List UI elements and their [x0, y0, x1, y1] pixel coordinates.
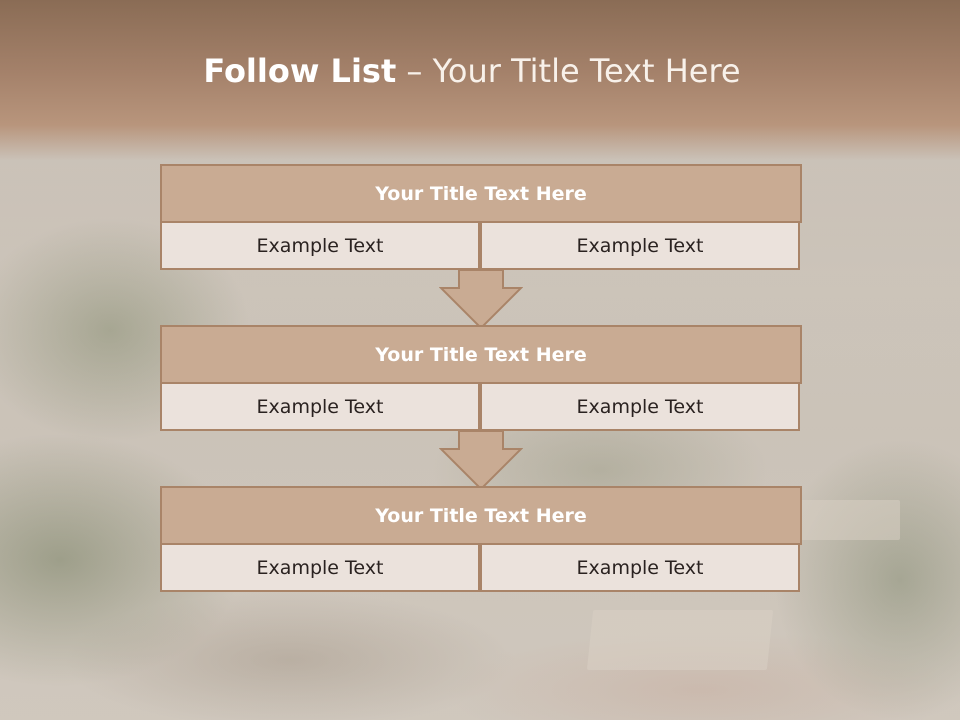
step-block-1: Your Title Text Here Example Text Exampl…: [160, 164, 802, 272]
step-2-right-text: Example Text: [480, 382, 800, 431]
stepping-stone: [800, 500, 900, 540]
step-title-2: Your Title Text Here: [160, 325, 802, 384]
page-title-bold: Follow List: [203, 52, 397, 90]
page-title: Follow List – Your Title Text Here: [0, 52, 944, 90]
step-1-right-text: Example Text: [480, 221, 800, 270]
step-row-1: Example Text Example Text: [160, 221, 802, 270]
step-3-right-text: Example Text: [480, 543, 800, 592]
step-row-2: Example Text Example Text: [160, 382, 802, 431]
step-3-left-text: Example Text: [160, 543, 480, 592]
down-arrow-icon: [439, 431, 523, 491]
step-block-2: Your Title Text Here Example Text Exampl…: [160, 325, 802, 433]
page-title-rest: – Your Title Text Here: [406, 52, 741, 90]
down-arrow-icon: [439, 270, 523, 330]
header-band: [0, 0, 960, 160]
step-block-3: Your Title Text Here Example Text Exampl…: [160, 486, 802, 594]
step-row-3: Example Text Example Text: [160, 543, 802, 592]
step-title-3: Your Title Text Here: [160, 486, 802, 545]
step-2-left-text: Example Text: [160, 382, 480, 431]
step-title-1: Your Title Text Here: [160, 164, 802, 223]
step-1-left-text: Example Text: [160, 221, 480, 270]
